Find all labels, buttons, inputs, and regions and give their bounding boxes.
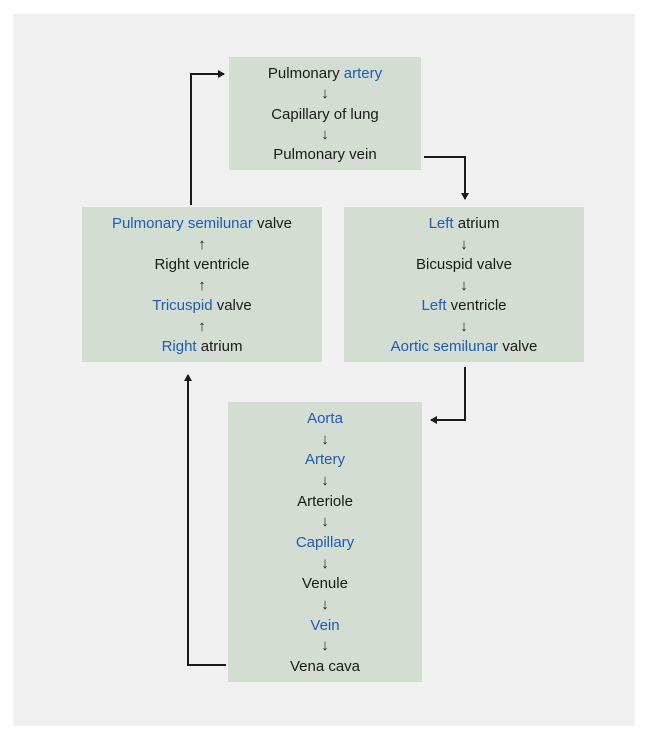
flow-step: Capillary xyxy=(296,534,354,552)
step-text: valve xyxy=(498,338,538,355)
down-arrow-icon: ↓ xyxy=(321,595,329,613)
down-arrow-icon: ↓ xyxy=(321,554,329,572)
up-arrow-icon: ↑ xyxy=(198,235,206,253)
flow-step: Right atrium xyxy=(162,338,243,356)
highlighted-term: Artery xyxy=(304,451,345,469)
box-pulmonary-circuit: Pulmonary artery ↓ Capillary of lung ↓ Pulmo… xyxy=(229,57,421,170)
flow-step: Pulmonary semilunar valve xyxy=(112,215,292,233)
step-text: atrium xyxy=(196,338,243,355)
down-arrow-icon: ↓ xyxy=(321,471,329,489)
highlighted-term: artery xyxy=(343,65,383,82)
highlighted-term: Pulmonary semilunar xyxy=(111,215,253,232)
highlighted-term: Vein xyxy=(310,616,340,634)
step-text: Pulmonary vein xyxy=(273,146,377,163)
highlighted-term: Left xyxy=(428,215,454,232)
step-text: Capillary of lung xyxy=(271,105,379,123)
box-right-heart: Pulmonary semilunar valve ↑ Right ventricl… xyxy=(82,207,322,362)
highlighted-term: Left xyxy=(421,297,447,314)
step-text: Bicuspid valve xyxy=(416,256,512,273)
flow-step: Bicuspid valve xyxy=(416,256,512,274)
flow-step: Aortic semilunar valve xyxy=(391,338,538,356)
step-text: Arteriole xyxy=(297,492,353,510)
down-arrow-icon: ↓ xyxy=(321,85,329,103)
step-text: ventricle xyxy=(446,297,507,314)
step-text: valve xyxy=(212,297,252,314)
step-text: valve xyxy=(252,215,293,232)
highlighted-term: Tricuspid xyxy=(152,297,213,314)
flow-step: Left atrium xyxy=(429,215,500,233)
up-arrow-icon: ↑ xyxy=(198,276,206,294)
down-arrow-icon: ↓ xyxy=(460,317,468,335)
down-arrow-icon: ↓ xyxy=(321,125,329,143)
flow-step: Artery xyxy=(305,451,345,469)
flow-step: Aorta xyxy=(307,410,343,428)
step-text: Venule xyxy=(302,575,348,593)
down-arrow-icon: ↓ xyxy=(321,430,329,448)
step-text: Pulmonary xyxy=(267,65,344,82)
flow-step: Left ventricle xyxy=(421,297,506,315)
box-left-heart: Left atrium ↓ Bicuspid valve ↓ Left ventricl… xyxy=(344,207,584,362)
flow-step: Tricuspid valve xyxy=(152,297,251,315)
flow-step: Right ventricle xyxy=(154,256,249,274)
flow-step: Capillary of lung xyxy=(271,106,379,124)
down-arrow-icon: ↓ xyxy=(321,513,329,531)
down-arrow-icon: ↓ xyxy=(321,637,329,655)
flow-step: Venule xyxy=(302,575,348,593)
flow-step: Arteriole xyxy=(297,493,353,511)
highlighted-term: Right xyxy=(161,338,197,355)
down-arrow-icon: ↓ xyxy=(460,276,468,294)
step-text: atrium xyxy=(453,215,500,232)
highlighted-term: Capillary xyxy=(295,533,355,551)
up-arrow-icon: ↑ xyxy=(198,317,206,335)
box-systemic-circuit: Aorta ↓ Artery ↓ Arteriole ↓ Capillary ↓ Venule ↓… xyxy=(228,402,422,682)
step-text: Vena cava xyxy=(289,657,361,675)
flow-step: Vena cava xyxy=(290,658,360,676)
down-arrow-icon: ↓ xyxy=(460,235,468,253)
highlighted-term: Aorta xyxy=(307,410,343,427)
highlighted-term: Aortic semilunar xyxy=(390,338,499,355)
flow-step: Pulmonary artery xyxy=(268,65,382,83)
step-text: Right ventricle xyxy=(154,256,250,273)
flow-step: Pulmonary vein xyxy=(273,146,376,164)
flow-step: Vein xyxy=(310,617,339,635)
